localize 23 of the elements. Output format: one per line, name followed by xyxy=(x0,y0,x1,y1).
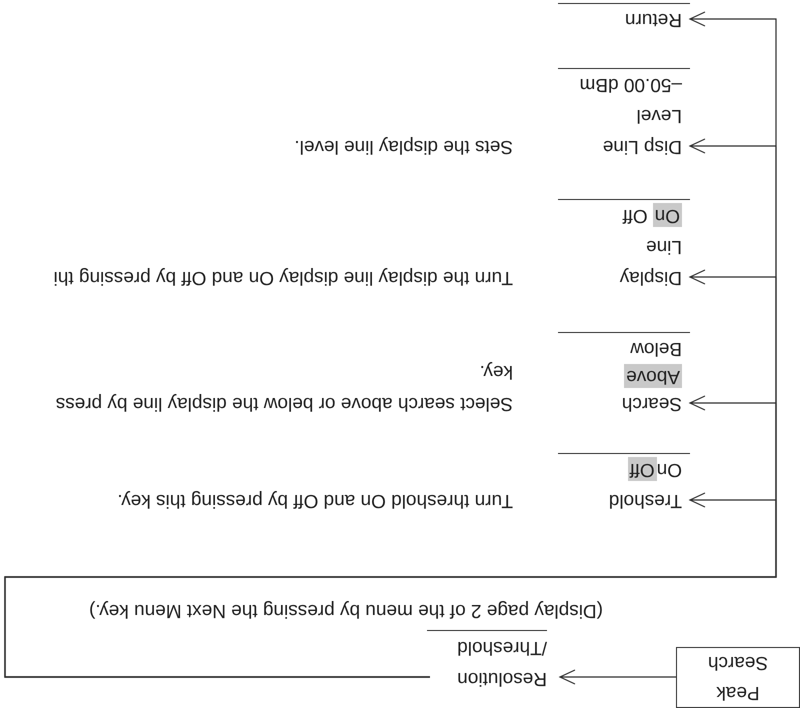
softkey-label: –50.00 dBm xyxy=(580,73,682,97)
description-text: Sets the display line level. xyxy=(294,135,513,158)
key-label: Peak Search xyxy=(706,652,770,706)
description-text: Turn threshold On and Off by pressing this key. xyxy=(117,489,513,512)
arrow xyxy=(559,669,676,685)
highlighted-option: Off xyxy=(628,458,657,482)
note-text: (Display page 2 of the menu by pressing the Next Menu key.) xyxy=(89,599,603,622)
softkey-label: Off xyxy=(622,204,648,228)
softkey-label: On xyxy=(656,458,682,482)
highlighted-option: Above xyxy=(624,364,682,388)
description-text: Turn the display line display On and Off by pressing thi xyxy=(54,266,513,289)
softkey-label: Return xyxy=(624,8,682,32)
description-text: Select search above or below the display line by press xyxy=(56,392,513,415)
softkey-label: Below xyxy=(630,337,682,361)
softkey-label: Disp Line Level xyxy=(602,104,682,159)
arrow xyxy=(4,11,777,678)
softkey-label: Treshold xyxy=(608,489,682,513)
highlighted-option: On xyxy=(652,204,682,228)
key-box xyxy=(676,647,800,708)
softkey-label: Search xyxy=(622,392,682,416)
description-text: key. xyxy=(480,360,513,383)
softkey-label: Resolution /Threshold xyxy=(456,636,547,691)
softkey-label: Display Line xyxy=(618,235,682,290)
